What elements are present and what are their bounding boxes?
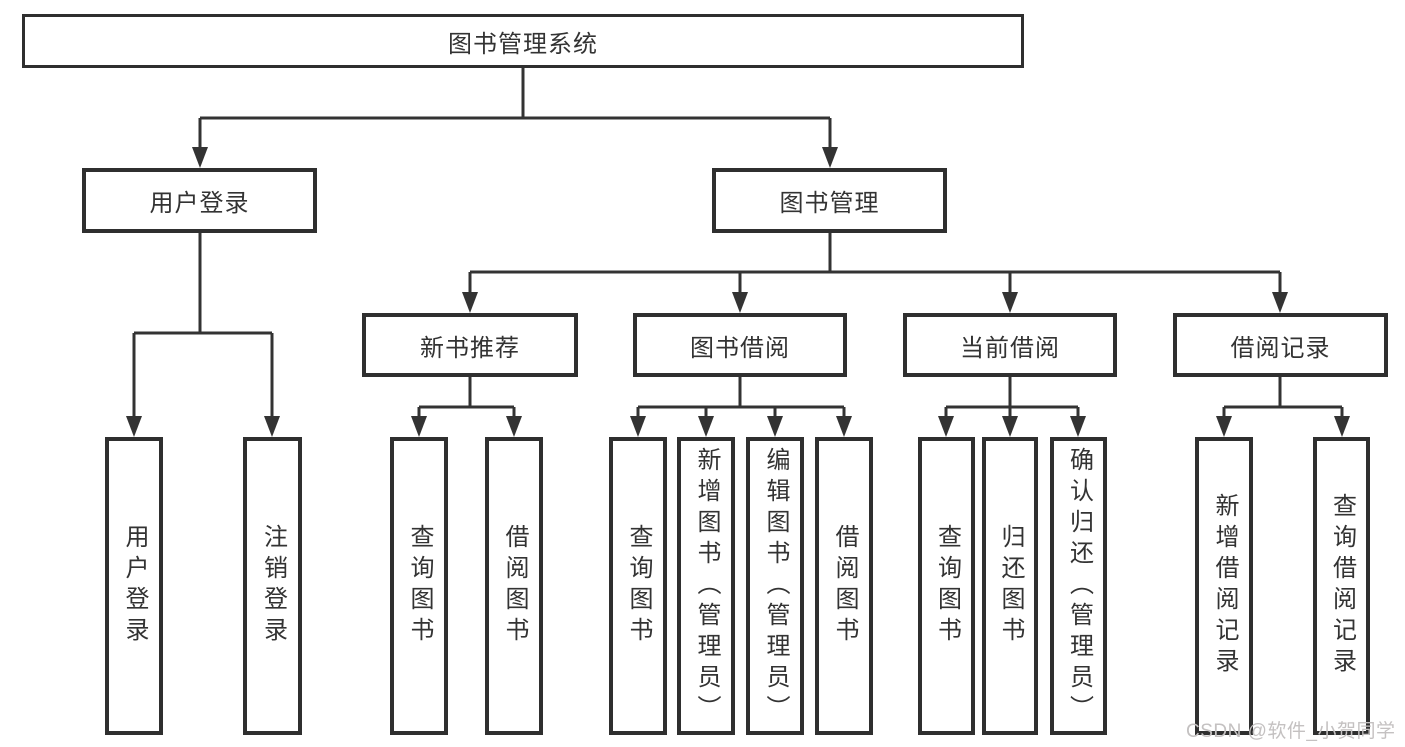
node-label: 图书管理 (779, 190, 880, 217)
node-label: 查询图书 (933, 524, 961, 648)
leaf-add-borrow-record: 新增借阅记录 (1195, 437, 1253, 735)
leaf-borrow-books: 借阅图书 (485, 437, 543, 735)
node-label: 新增图书（管理员） (693, 446, 720, 726)
node-label: 借阅图书 (501, 524, 528, 648)
node-label: 用户登录 (121, 524, 148, 648)
node-library-management-system: 图书管理系统 (22, 14, 1024, 68)
node-label: 借阅图书 (831, 524, 858, 648)
node-label: 新增借阅记录 (1211, 493, 1238, 679)
arrowheads (126, 147, 1350, 437)
node-user-login-branch: 用户登录 (82, 168, 317, 233)
node-new-book-recommendation: 新书推荐 (362, 313, 578, 377)
node-label: 新书推荐 (420, 334, 520, 362)
leaf-user-login: 用户登录 (105, 437, 163, 735)
leaf-logout: 注销登录 (243, 437, 302, 735)
leaf-borrow-books: 借阅图书 (815, 437, 873, 735)
leaf-add-books-admin: 新增图书（管理员） (677, 437, 735, 735)
node-label: 注销登录 (259, 524, 287, 648)
leaf-edit-books-admin: 编辑图书（管理员） (746, 437, 804, 735)
node-label: 归还图书 (997, 524, 1024, 648)
node-label: 查询借阅记录 (1328, 493, 1356, 679)
node-label: 图书管理系统 (448, 30, 598, 58)
node-borrowing-records: 借阅记录 (1173, 313, 1388, 377)
node-label: 图书借阅 (690, 334, 790, 362)
node-label: 当前借阅 (960, 334, 1060, 362)
node-label: 借阅记录 (1230, 334, 1331, 362)
csdn-watermark: CSDN @软件_小贺同学 (1186, 721, 1396, 742)
node-current-borrowing: 当前借阅 (903, 313, 1117, 377)
node-label: 编辑图书（管理员） (762, 446, 789, 726)
leaf-query-books: 查询图书 (390, 437, 448, 735)
leaf-query-borrow-record: 查询借阅记录 (1313, 437, 1370, 735)
leaf-query-books: 查询图书 (609, 437, 667, 735)
leaf-return-books: 归还图书 (982, 437, 1038, 735)
node-book-management-branch: 图书管理 (712, 168, 947, 233)
node-label: 查询图书 (625, 524, 652, 648)
leaf-query-books: 查询图书 (918, 437, 975, 735)
node-label: 查询图书 (406, 524, 433, 648)
node-book-borrowing: 图书借阅 (633, 313, 847, 377)
node-label: 用户登录 (149, 190, 250, 217)
leaf-confirm-return-admin: 确认归还（管理员） (1050, 437, 1107, 735)
node-label: 确认归还（管理员） (1065, 446, 1093, 726)
